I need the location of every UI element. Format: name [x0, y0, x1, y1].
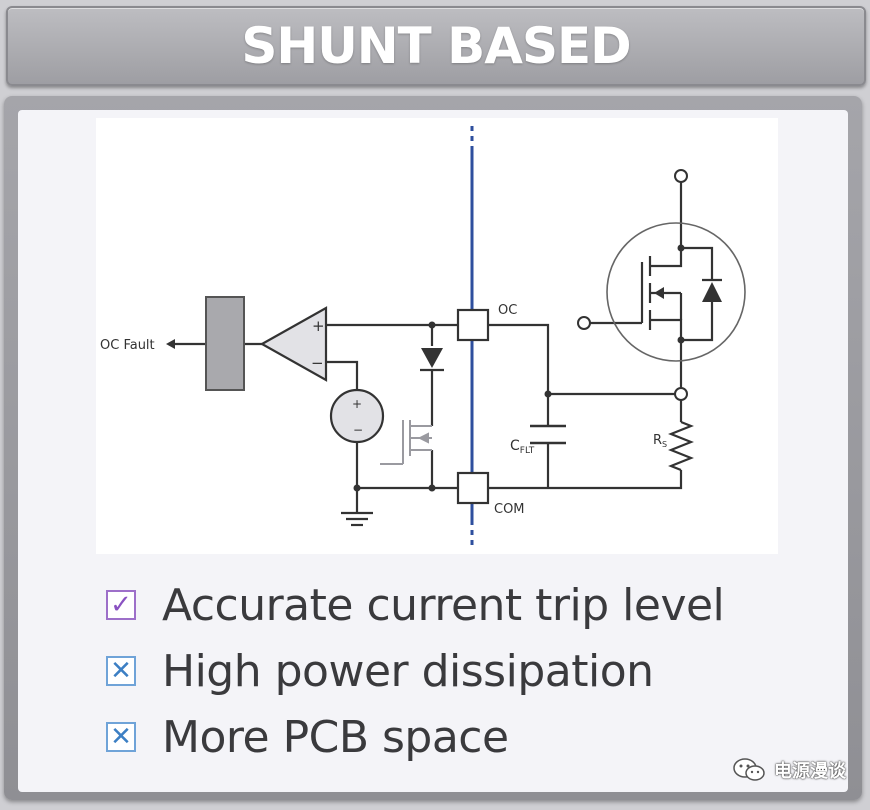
check-icon: ✓ [106, 590, 136, 620]
internal-fet-icon [380, 420, 432, 465]
cflt-label: CFLT [510, 438, 535, 456]
com-external-wire [488, 470, 683, 490]
com-pin [456, 471, 490, 505]
sense-terminal [674, 387, 688, 401]
comparator-minus-label: − [311, 354, 324, 372]
clamp-diode-icon [420, 348, 444, 372]
bullet-item: ✕ More PCB space [106, 704, 724, 770]
watermark-text: 电源漫谈 [774, 761, 846, 782]
oc-pin [456, 308, 490, 342]
bullet-text: More PCB space [162, 711, 509, 763]
gate-terminal [577, 316, 591, 330]
bullet-item: ✕ High power dissipation [106, 638, 724, 704]
fault-logic-block [205, 296, 245, 391]
cross-icon: ✕ [106, 722, 136, 752]
watermark: 电源漫谈 [732, 756, 846, 784]
rs-label: RS [653, 433, 667, 449]
com-pin-label: COM [494, 502, 525, 517]
bullet-text: High power dissipation [162, 645, 654, 697]
comparator [259, 306, 328, 382]
page-title: SHUNT BASED [241, 17, 631, 75]
bullet-list: ✓ Accurate current trip level ✕ High pow… [106, 572, 725, 770]
oc-fault-arrow-icon [166, 339, 175, 349]
wechat-icon [733, 758, 765, 781]
bullet-text: Accurate current trip level [162, 579, 725, 631]
reference-wire [326, 360, 359, 390]
drain-terminal [674, 169, 688, 183]
shunt-resistor [668, 420, 694, 472]
cross-icon: ✕ [106, 656, 136, 686]
comparator-plus-label: + [312, 317, 325, 335]
power-mosfet [606, 222, 746, 362]
source-plus-label: + [352, 397, 362, 411]
bullet-item: ✓ Accurate current trip level [106, 572, 725, 638]
voltage-reference-source [329, 388, 385, 444]
oc-pin-label: OC [498, 303, 517, 318]
title-bar: SHUNT BASED [6, 6, 866, 86]
source-minus-label: − [353, 423, 363, 437]
filter-capacitor [530, 424, 566, 445]
ground-icon [341, 511, 373, 527]
oc-fault-label: OC Fault [100, 338, 155, 353]
